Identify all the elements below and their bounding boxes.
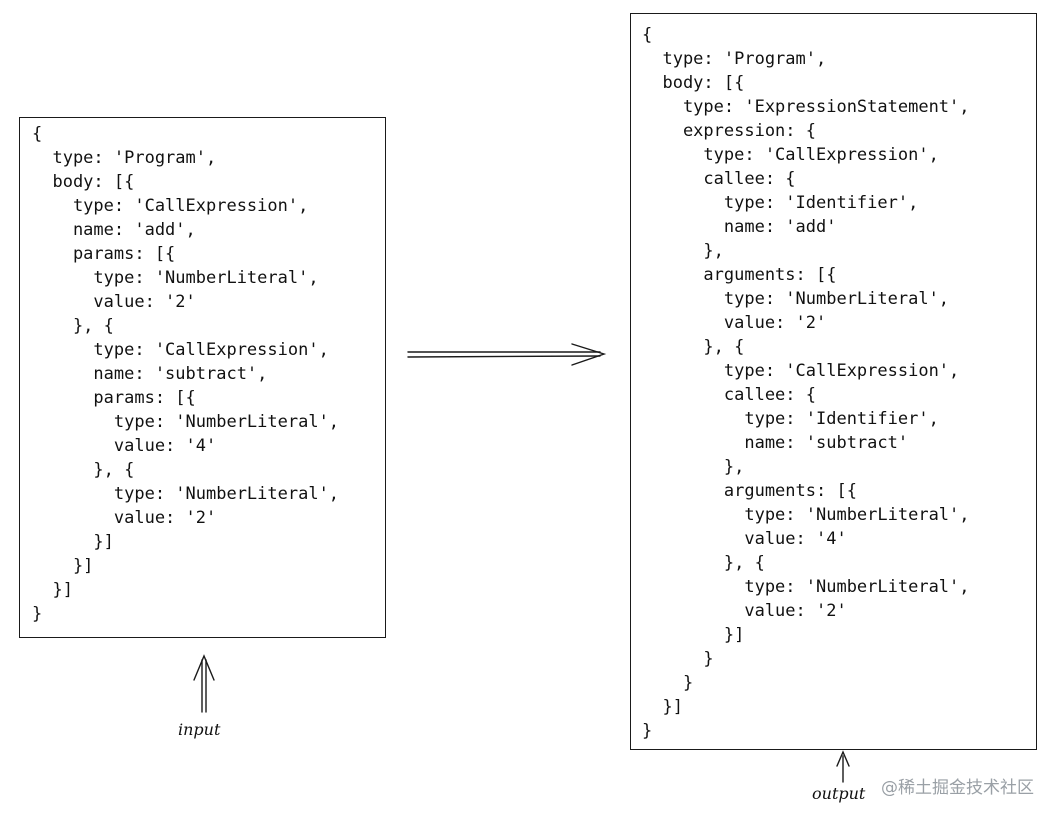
code-line: }, { bbox=[32, 460, 135, 480]
code-line: arguments: [{ bbox=[642, 265, 837, 285]
code-line: }, bbox=[642, 457, 745, 477]
arrow-up-icon bbox=[193, 654, 215, 713]
code-line: type: 'CallExpression', bbox=[642, 145, 939, 165]
code-line: }, { bbox=[642, 553, 765, 573]
output-ast-box: { type: 'Program', body: [{ type: 'Expre… bbox=[630, 13, 1037, 750]
input-label: input bbox=[178, 720, 221, 739]
code-line: } bbox=[642, 649, 714, 669]
code-line: type: 'ExpressionStatement', bbox=[642, 97, 970, 117]
code-line: type: 'NumberLiteral', bbox=[32, 412, 340, 432]
code-line: callee: { bbox=[642, 169, 796, 189]
code-line: type: 'CallExpression', bbox=[32, 196, 309, 216]
arrow-right-icon bbox=[407, 343, 607, 366]
code-line: type: 'Identifier', bbox=[642, 409, 939, 429]
code-line: type: 'NumberLiteral', bbox=[642, 577, 970, 597]
code-line: body: [{ bbox=[642, 73, 745, 93]
code-line: value: '2' bbox=[642, 601, 847, 621]
code-line: type: 'Program', bbox=[642, 49, 827, 69]
code-line: }] bbox=[642, 697, 683, 717]
input-code-block: { type: 'Program', body: [{ type: 'CallE… bbox=[32, 122, 339, 626]
code-line: callee: { bbox=[642, 385, 816, 405]
watermark: @稀土掘金技术社区 bbox=[881, 778, 1034, 798]
code-line: value: '4' bbox=[642, 529, 847, 549]
code-line: value: '2' bbox=[642, 313, 827, 333]
code-line: value: '2' bbox=[32, 292, 196, 312]
code-line: } bbox=[32, 604, 43, 624]
code-line: name: 'subtract' bbox=[642, 433, 909, 453]
code-line: type: 'Program', bbox=[32, 148, 217, 168]
code-line: name: 'add', bbox=[32, 220, 196, 240]
code-line: type: 'NumberLiteral', bbox=[32, 484, 340, 504]
code-line: name: 'subtract', bbox=[32, 364, 268, 384]
code-line: arguments: [{ bbox=[642, 481, 857, 501]
code-line: { bbox=[642, 25, 653, 45]
code-line: }, bbox=[642, 241, 724, 261]
input-ast-box: { type: 'Program', body: [{ type: 'CallE… bbox=[19, 117, 386, 638]
code-line: }, { bbox=[32, 316, 114, 336]
code-line: type: 'CallExpression', bbox=[32, 340, 329, 360]
code-line: }] bbox=[32, 556, 94, 576]
code-line: type: 'NumberLiteral', bbox=[642, 289, 950, 309]
output-label: output bbox=[812, 784, 866, 803]
code-line: }] bbox=[32, 580, 73, 600]
code-line: }] bbox=[32, 532, 114, 552]
code-line: } bbox=[642, 721, 653, 741]
code-line: }, { bbox=[642, 337, 745, 357]
code-line: } bbox=[642, 673, 694, 693]
code-line: type: 'NumberLiteral', bbox=[642, 505, 970, 525]
code-line: value: '4' bbox=[32, 436, 217, 456]
code-line: body: [{ bbox=[32, 172, 135, 192]
code-line: type: 'CallExpression', bbox=[642, 361, 960, 381]
code-line: params: [{ bbox=[32, 244, 176, 264]
code-line: name: 'add' bbox=[642, 217, 837, 237]
arrow-up-icon bbox=[836, 750, 850, 783]
code-line: type: 'Identifier', bbox=[642, 193, 919, 213]
output-code-block: { type: 'Program', body: [{ type: 'Expre… bbox=[642, 23, 970, 743]
code-line: }] bbox=[642, 625, 745, 645]
code-line: expression: { bbox=[642, 121, 816, 141]
code-line: type: 'NumberLiteral', bbox=[32, 268, 319, 288]
code-line: params: [{ bbox=[32, 388, 196, 408]
code-line: { bbox=[32, 124, 43, 144]
code-line: value: '2' bbox=[32, 508, 217, 528]
